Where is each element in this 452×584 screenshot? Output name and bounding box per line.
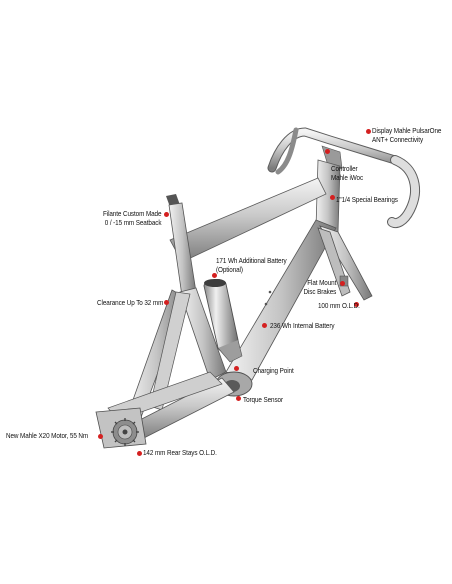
seat-tube (179, 287, 227, 381)
marker-controller (324, 148, 330, 154)
label-add-battery: 171 Wh Additional Battery(Optional) (216, 256, 287, 274)
marker-clearance (163, 299, 169, 305)
marker-seatback (163, 211, 169, 217)
marker-motor (97, 433, 103, 439)
handlebar (267, 127, 420, 229)
marker-torque (235, 395, 241, 401)
label-charging: Charging Point (253, 366, 294, 375)
marker-int-battery (261, 322, 267, 328)
label-int-battery: 236 Wh Internal Battery (270, 321, 335, 330)
rear-hub-motor (95, 407, 147, 449)
label-torque: Torque Sensor (243, 395, 283, 404)
additional-battery (203, 279, 243, 363)
label-motor: New Mahle X20 Motor, 55 Nm (6, 431, 89, 440)
marker-rear-stays (136, 450, 142, 456)
marker-charging (233, 365, 239, 371)
marker-display (365, 128, 371, 134)
down-tube (225, 219, 337, 381)
marker-disc-brakes (339, 280, 345, 286)
marker-old-front (353, 301, 359, 307)
label-bearings: 1"1/4 Special Bearings (336, 195, 398, 204)
label-old-front: 100 mm O.L.D. (318, 301, 360, 310)
label-rear-stays: 142 mm Rear Stays O.L.D. (143, 448, 217, 457)
label-clearance: Clearance Up To 32 mm (96, 298, 163, 307)
marker-bearings (329, 194, 335, 200)
marker-add-battery (211, 272, 217, 278)
